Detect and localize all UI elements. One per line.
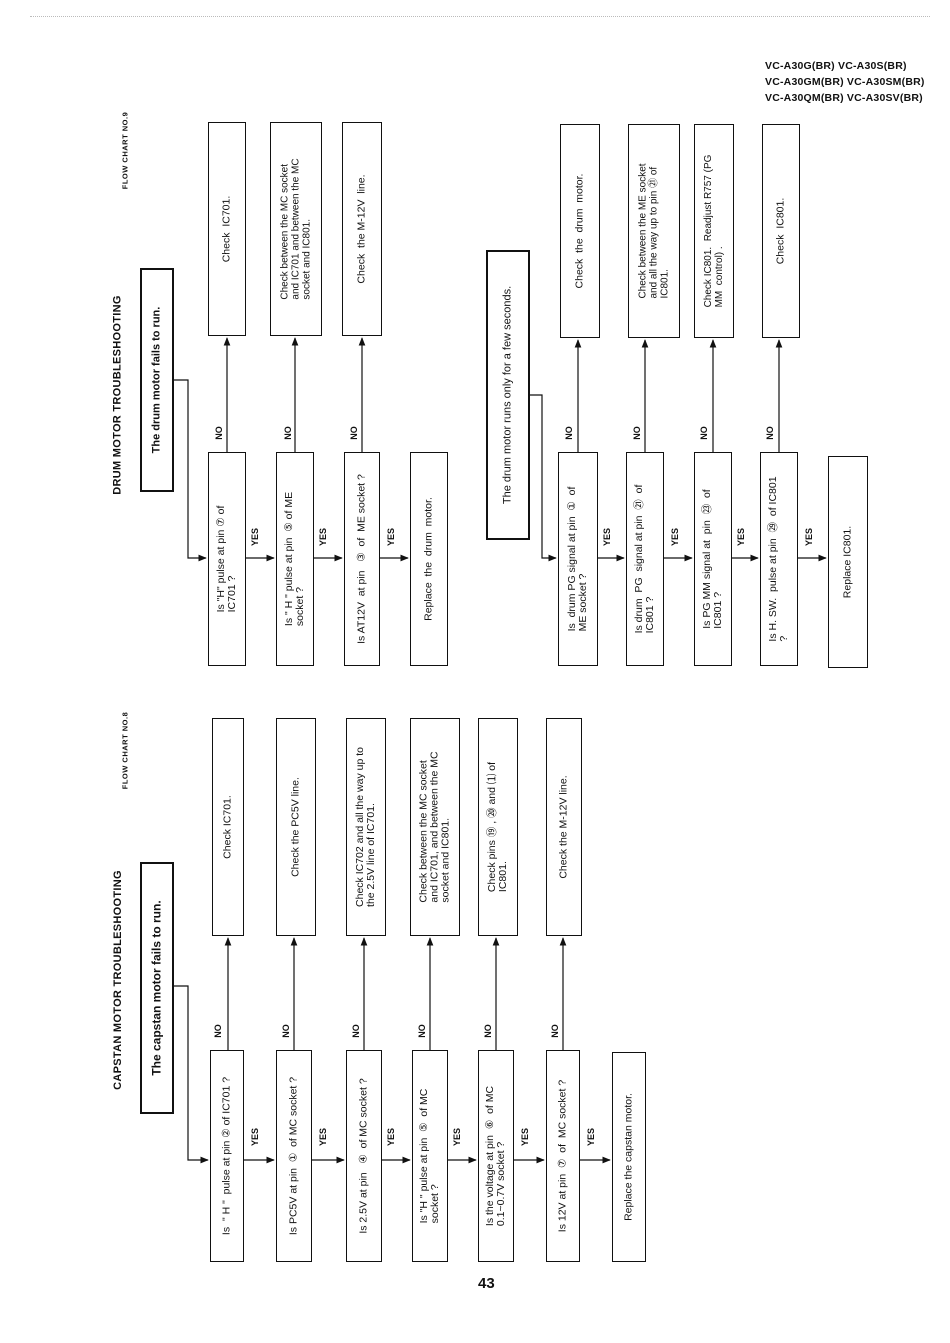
drum-action-2: Check between the MC socket and IC701 an… (270, 122, 322, 336)
drum-question-4: Is drum PG signal at pin ① of ME socket … (558, 452, 598, 666)
drum-action-1: Check IC701. (208, 122, 246, 336)
capstan-action-3: Check IC702 and all the way up to the 2.… (346, 718, 386, 936)
drum-question-1: Is "H" pulse at pin ⑦ of IC701 ? (208, 452, 246, 666)
drum-final-box-2: Replace IC801. (828, 456, 868, 668)
drum-start-box-2: The drum motor runs only for a few secon… (486, 250, 530, 540)
drum-action-4: Check the drum motor. (560, 124, 600, 338)
top-dotted-rule (30, 16, 930, 17)
capstan-question-5: Is the voltage at pin ⑥ of MC 0.1~0.7V s… (478, 1050, 514, 1262)
capstan-action-2: Check the PC5V line. (276, 718, 316, 936)
capstan-action-6: Check the M-12V line. (546, 718, 582, 936)
drum-question-3: Is AT12V at pin ③ of ME socket ? (344, 452, 380, 666)
drum-start-box-1: The drum motor fails to run. (140, 268, 174, 492)
capstan-question-3: Is 2.5V at pin ④ of MC socket ? (346, 1050, 382, 1262)
capstan-question-2: Is PC5V at pin ① of MC socket ? (276, 1050, 312, 1262)
capstan-question-6: Is 12V at pin ⑦ of MC socket ? (546, 1050, 580, 1262)
model-line: VC-A30QM(BR) VC-A30SV(BR) (765, 92, 923, 104)
model-list: VC-A30G(BR) VC-A30S(BR) VC-A30GM(BR) VC-… (765, 58, 925, 106)
drum-question-7: Is H. SW. pulse at pin ㉙ of IC801 ? (760, 452, 798, 666)
drum-action-5: Check between the ME socket and all the … (628, 124, 680, 338)
capstan-final-box: Replace the capstan motor. (612, 1052, 646, 1262)
drum-action-6: Check IC801. Readjust R757 (PG MM contro… (694, 124, 734, 338)
drum-final-box-1: Replace the drum motor. (410, 452, 448, 666)
drum-question-5: Is drum PG signal at pin ㉑ of IC801 ? (626, 452, 664, 666)
capstan-action-1: Check IC701. (212, 718, 244, 936)
capstan-question-4: Is "H " pulse at pin ⑤ of MC socket ? (412, 1050, 448, 1262)
model-line: VC-A30G(BR) VC-A30S(BR) (765, 60, 907, 72)
capstan-action-4: Check between the MC socket and IC701, a… (410, 718, 460, 936)
drum-question-6: Is PG MM signal at pin ㉓ of IC801 ? (694, 452, 732, 666)
drum-question-2: Is " H " pulse at pin ⑤ of ME socket ? (276, 452, 314, 666)
capstan-question-1: Is " H " pulse at pin ② of IC701 ? (210, 1050, 244, 1262)
capstan-start-box: The capstan motor fails to run. (140, 862, 174, 1114)
drum-action-3: Check the M-12V line. (342, 122, 382, 336)
page-number: 43 (478, 1275, 495, 1292)
model-line: VC-A30GM(BR) VC-A30SM(BR) (765, 76, 925, 88)
capstan-action-5: Check pins ⑲ , ⑳ and ⑴ of IC801. (478, 718, 518, 936)
drum-action-7: Check IC801. (762, 124, 800, 338)
